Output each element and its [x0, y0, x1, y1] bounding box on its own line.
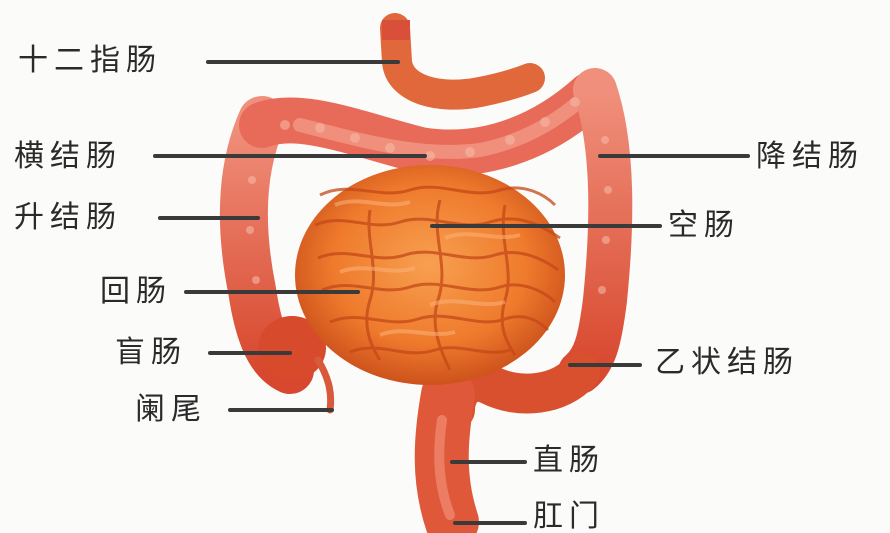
duodenum-shape [395, 28, 530, 95]
label-descending-colon: 降结肠 [756, 140, 864, 174]
label-rectum: 直肠 [533, 444, 605, 478]
label-duodenum: 十二指肠 [18, 44, 162, 78]
label-transverse-colon: 横结肠 [14, 140, 122, 174]
label-cecum: 盲肠 [115, 336, 187, 370]
label-ascending-colon: 升结肠 [14, 201, 122, 235]
label-anus: 肛门 [533, 500, 605, 533]
descending-colon-shape [580, 90, 610, 372]
label-ileum: 回肠 [100, 275, 172, 309]
label-sigmoid-colon: 乙状结肠 [655, 346, 799, 380]
label-appendix: 阑尾 [135, 393, 207, 427]
appendix-shape [318, 360, 331, 410]
small-intestine [295, 165, 565, 385]
label-jejunum: 空肠 [668, 209, 740, 243]
